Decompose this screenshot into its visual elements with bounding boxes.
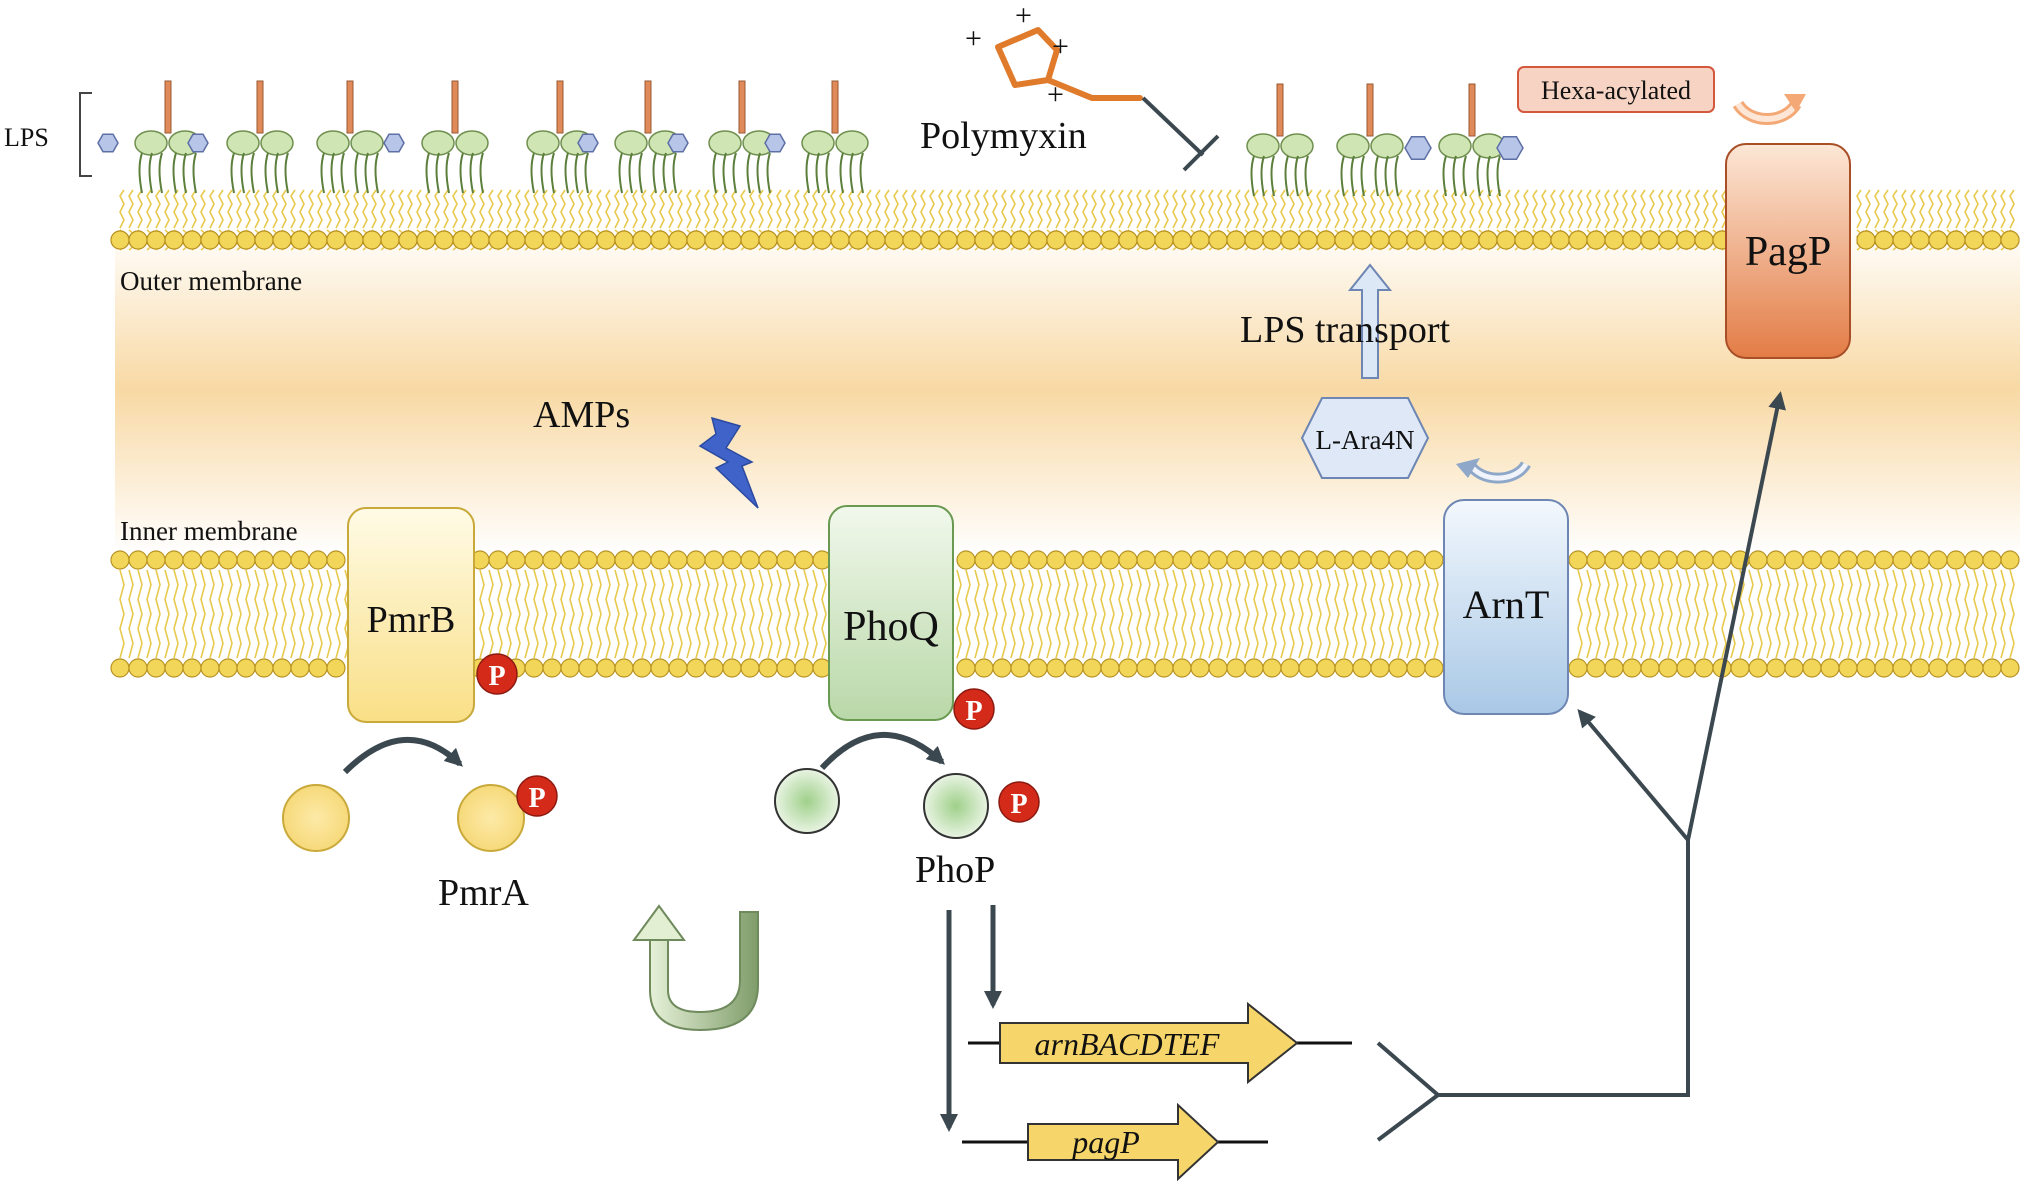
lps-sugar-hexagon <box>667 133 689 153</box>
pagp-protein-label: PagP <box>1745 229 1831 275</box>
pmrb-protein <box>347 507 475 723</box>
l-ara4n-label: L-Ara4N <box>1316 425 1415 455</box>
phoq-label: PhoQ <box>843 604 939 650</box>
outer-membrane-label: Outer membrane <box>120 266 302 296</box>
phoq-protein <box>828 505 954 721</box>
hexa-acylated-box <box>1517 66 1715 113</box>
regulation-to-pagp-arrow <box>1686 391 1786 841</box>
lipid-heads-top <box>110 550 2020 570</box>
lps-label: LPS <box>4 123 49 152</box>
lps-molecules-left <box>97 80 869 194</box>
lps-molecule <box>226 80 294 194</box>
periplasm <box>115 225 2020 555</box>
polymyxin-label: Polymyxin <box>920 115 1087 157</box>
lps-transport-arrow-icon <box>1347 263 1393 379</box>
phoq-phosphate-icon: P <box>953 688 995 730</box>
arn-gene-label: arnBACDTEF <box>1035 1026 1220 1062</box>
phoq-phosphate-label: P <box>965 696 982 727</box>
phop-phosphate-icon: P <box>998 781 1040 823</box>
pmra-phosphate-icon: P <box>516 775 558 817</box>
lps-sugar-hexagon <box>383 133 405 153</box>
pmra-phosphorylated <box>457 784 525 852</box>
lps-molecule <box>421 80 489 194</box>
lps-molecule <box>1438 83 1506 197</box>
lps-sugar-hexagon <box>1496 135 1524 161</box>
pmra-unphosphorylated <box>282 784 350 852</box>
pmra-phop-cycle-arrow-icon <box>632 904 759 1032</box>
phop-label: PhoP <box>915 849 995 891</box>
inhibition-mark <box>1141 96 1220 172</box>
arnt-label: ArnT <box>1463 582 1550 627</box>
pmra-phosphorylation-arrow <box>342 736 463 775</box>
inner-membrane-label: Inner membrane <box>120 516 298 546</box>
arn-gene-arrow-icon <box>999 1001 1299 1085</box>
lps-sugar-hexagon <box>1404 135 1432 161</box>
hexa-acylated-label: Hexa-acylated <box>1541 76 1691 105</box>
regulation-to-arnt-arrow <box>1577 708 1690 842</box>
lps-sugar-hexagon <box>97 133 119 153</box>
pagp-protein <box>1725 143 1851 359</box>
pmrb-phosphate-label: P <box>488 661 505 692</box>
phop-unphosphorylated <box>774 768 840 834</box>
pmra-label: PmrA <box>438 872 529 914</box>
lipid-heads-bottom <box>110 230 2020 250</box>
outer-membrane-bilayer <box>110 189 2020 251</box>
outer-lipid-tails <box>119 189 2015 229</box>
lps-sugar-hexagon <box>187 133 209 153</box>
pagp-cycle-arrow-icon <box>1732 94 1806 125</box>
lps-sugar-hexagon <box>577 133 599 153</box>
phop-phosphate-label: P <box>1010 789 1027 820</box>
pmrb-phosphate-icon: P <box>476 653 518 695</box>
polymyxin-icon <box>995 27 1143 101</box>
phop-phosphorylated <box>923 773 989 839</box>
amps-lightning-bolt-icon <box>698 416 759 509</box>
lipid-tails <box>119 569 2015 659</box>
plus-sign-4: + <box>1047 78 1064 111</box>
phop-phosphorylation-arrow <box>819 731 945 771</box>
pmra-phosphate-label: P <box>528 783 545 814</box>
plus-sign-2: + <box>1015 0 1032 32</box>
lps-transport-label: LPS transport <box>1240 309 1451 351</box>
plus-sign-1: + <box>965 22 982 55</box>
lps-molecule <box>801 80 869 194</box>
amps-label: AMPs <box>533 394 630 436</box>
lps-molecule <box>1336 83 1404 197</box>
gene-merge-bracket <box>1376 840 1690 1142</box>
lps-bracket <box>79 92 92 177</box>
lps-sugar-hexagon <box>764 133 786 153</box>
arnt-protein <box>1443 499 1569 715</box>
lps-molecules-modified <box>1246 83 1524 197</box>
lps-molecule <box>316 80 384 194</box>
pmrb-label: PmrB <box>367 599 456 641</box>
pagp-gene-label: pagP <box>1070 1124 1140 1160</box>
lps-molecule <box>1246 83 1314 197</box>
inner-membrane-bilayer <box>110 550 2020 678</box>
l-ara4n-hexagon <box>1300 397 1430 479</box>
arnt-cycle-arrow-icon <box>1456 458 1531 484</box>
pagp-gene-arrow-icon <box>1027 1102 1220 1182</box>
lps-molecule <box>708 80 776 194</box>
plus-sign-3: + <box>1052 30 1069 63</box>
